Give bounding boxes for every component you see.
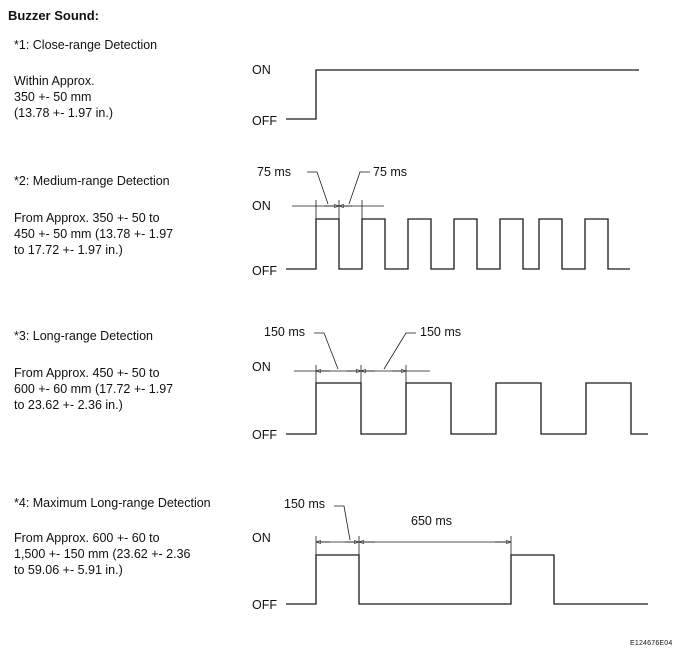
section-4-description: From Approx. 600 +- 60 to 1,500 +- 150 m… (14, 530, 249, 578)
section-4-desc-line-1: From Approx. 600 +- 60 to (14, 531, 160, 545)
section-2-on-label: ON (252, 199, 271, 213)
section-4-annotation-1: 150 ms (284, 497, 325, 511)
section-2-desc-line-3: to 17.72 +- 1.97 in.) (14, 243, 123, 257)
section-1-desc-line-3: (13.78 +- 1.97 in.) (14, 106, 114, 120)
section-2-annotation-2: 75 ms (373, 165, 408, 179)
section-3-desc-line-1: From Approx. 450 +- 50 to (14, 366, 160, 380)
section-4-desc-line-2: 1,500 +- 150 mm (23.62 +- 2.36 (14, 547, 191, 561)
section-1-heading: *1: Close-range Detection (14, 38, 158, 52)
page-title: Buzzer Sound: (8, 8, 99, 23)
section-2-desc-line-1: From Approx. 350 +- 50 to (14, 211, 160, 225)
section-3-off-label: OFF (252, 428, 277, 442)
figure-code: E124676E04 (630, 640, 673, 647)
section-3-leader-2 (383, 332, 416, 370)
section-2-leader-2 (348, 171, 370, 205)
section-2-heading: *2: Medium-range Detection (14, 174, 170, 188)
section-4-leader-1 (334, 505, 351, 541)
section-4-annotation-2: 650 ms (411, 514, 452, 528)
section-1-on-label: ON (252, 63, 271, 77)
section-1-desc-line-1: Within Approx. (14, 74, 95, 88)
section-2-waveform (286, 218, 630, 270)
section-2-annotation-1: 75 ms (257, 165, 292, 179)
section-4-waveform (286, 554, 648, 605)
section-3-annotation-1: 150 ms (264, 325, 305, 339)
section-3-desc-line-2: 600 +- 60 mm (17.72 +- 1.97 (14, 382, 174, 396)
section-4-on-label: ON (252, 531, 271, 545)
section-3-description: From Approx. 450 +- 50 to 600 +- 60 mm (… (14, 365, 244, 413)
section-2-leader-1 (307, 171, 329, 205)
section-1-description: Within Approx. 350 +- 50 mm (13.78 +- 1.… (14, 73, 234, 121)
section-4-heading: *4: Maximum Long-range Detection (14, 496, 211, 510)
section-3-waveform (286, 382, 648, 435)
section-2-description: From Approx. 350 +- 50 to 450 +- 50 mm (… (14, 210, 244, 258)
section-4-desc-line-3: to 59.06 +- 5.91 in.) (14, 563, 123, 577)
section-3-heading: *3: Long-range Detection (14, 329, 153, 343)
section-3-leader-1 (314, 332, 339, 370)
section-3-annotation-2: 150 ms (420, 325, 461, 339)
section-3-on-label: ON (252, 360, 271, 374)
section-1-off-label: OFF (252, 114, 277, 128)
section-2-off-label: OFF (252, 264, 277, 278)
section-4-off-label: OFF (252, 598, 277, 612)
section-3-desc-line-3: to 23.62 +- 2.36 in.) (14, 398, 123, 412)
section-1-desc-line-2: 350 +- 50 mm (14, 90, 92, 104)
section-2-desc-line-2: 450 +- 50 mm (13.78 +- 1.97 (14, 227, 174, 241)
section-1-waveform (286, 69, 639, 120)
